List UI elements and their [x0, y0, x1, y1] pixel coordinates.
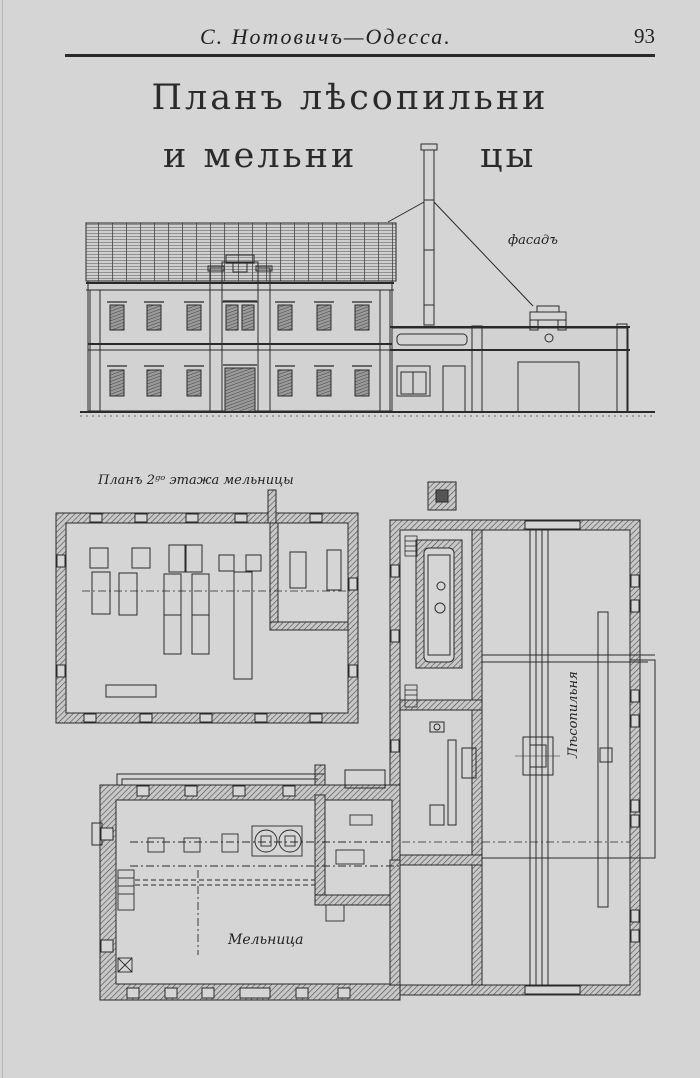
running-header: С. Нотовичъ—Одесса. 93: [65, 20, 655, 57]
page-number: 93: [634, 24, 655, 48]
mill-label: Мельница: [228, 932, 304, 948]
chimney: [387, 143, 534, 326]
ground-floor-plan: [91, 481, 656, 1001]
running-title: С. Нотовичъ—Одесса.: [200, 24, 452, 49]
plate-title-line-2b: цы: [480, 136, 537, 176]
header-rule: [65, 54, 655, 57]
facade-elevation: [80, 143, 655, 417]
second-floor-plan-label: Планъ 2ᵍᵒ этажа мельницы: [97, 473, 294, 488]
sawmill-label: Лѣсопильня: [566, 671, 581, 758]
plate-title-line-2a: и мельни: [163, 136, 358, 176]
facade-label: фасадъ: [508, 233, 558, 248]
second-floor-plan: [55, 489, 359, 724]
plate-title-line-1: Планъ лѣсопильни: [151, 78, 549, 118]
